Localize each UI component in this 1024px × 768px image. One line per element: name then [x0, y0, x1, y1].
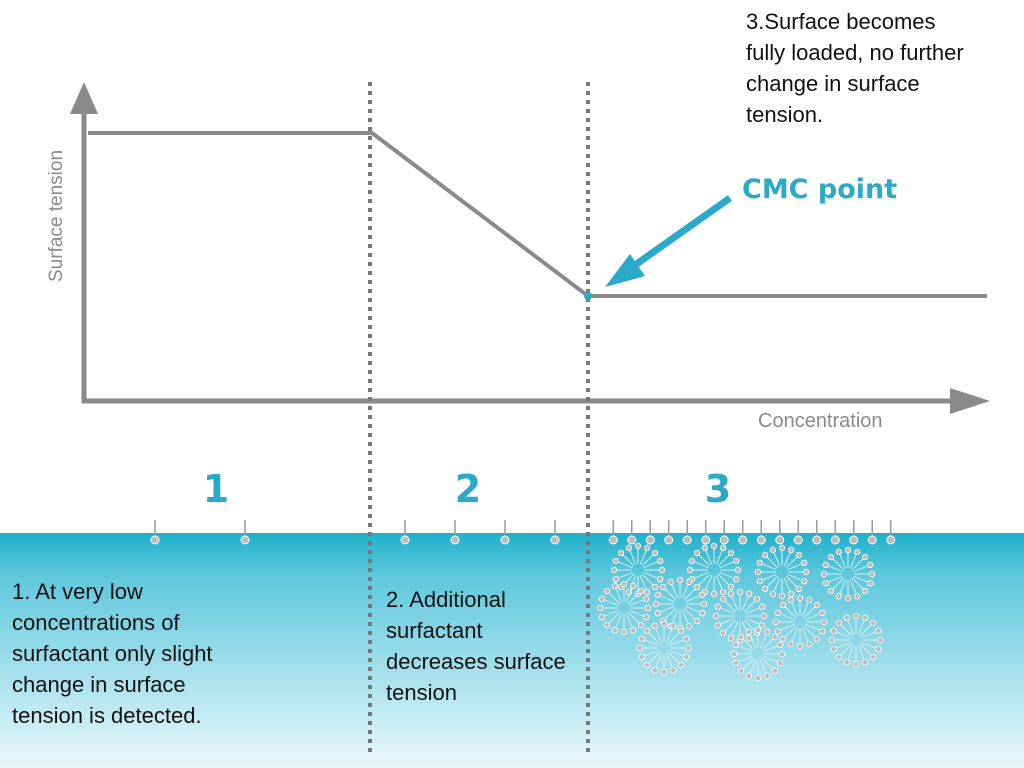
micelle	[828, 612, 884, 668]
surfactant-molecule	[849, 520, 859, 545]
surfactant-molecule	[450, 520, 460, 545]
region-number-2: 2	[455, 467, 481, 511]
micelle	[652, 576, 708, 632]
surfactant-molecule	[682, 520, 692, 545]
surfactant-molecule	[719, 520, 729, 545]
micelle	[730, 626, 786, 682]
x-axis-arrowhead	[950, 388, 990, 414]
surfactant-molecule	[738, 520, 748, 545]
surfactant-molecule	[500, 520, 510, 545]
region-2-description: 2. Additional surfactant decreases surfa…	[386, 587, 566, 705]
surfactant-molecule	[830, 520, 840, 545]
micelle	[820, 546, 876, 602]
cmc-arrow	[625, 195, 733, 273]
surface-molecules	[150, 520, 896, 545]
region-number-1: 1	[203, 467, 229, 511]
plot-axes	[70, 82, 990, 414]
surfactant-molecule	[150, 520, 160, 545]
cmc-arrowhead	[605, 254, 645, 287]
surfactant-molecule	[645, 520, 655, 545]
micelle	[772, 594, 828, 650]
surface-tension-curve	[88, 131, 987, 298]
surfactant-molecule	[627, 520, 637, 545]
surfactant-molecule	[812, 520, 822, 545]
surfactant-molecule	[400, 520, 410, 545]
surfactant-molecule	[793, 520, 803, 545]
y-axis-arrowhead	[70, 82, 98, 114]
surfactant-molecule	[756, 520, 766, 545]
region-number-3: 3	[705, 467, 731, 511]
cmc-point-marker	[584, 292, 592, 300]
surfactant-molecule	[886, 520, 896, 545]
micelle	[686, 542, 742, 598]
micelle	[636, 620, 692, 676]
x-axis-label: Concentration	[758, 410, 883, 432]
micelle	[596, 580, 652, 636]
region-3-description: 3.Surface becomes fully loaded, no furth…	[746, 9, 964, 127]
micelle	[712, 588, 768, 644]
micelles	[596, 542, 884, 682]
region-1-description: 1. At very low concentrations of surfact…	[12, 579, 213, 728]
surfactant-molecule	[550, 520, 560, 545]
surfactant-molecule	[608, 520, 618, 545]
micelle	[754, 544, 810, 600]
cmc-point-label: CMC point	[742, 174, 897, 205]
surfactant-molecule	[775, 520, 785, 545]
surfactant-molecule	[867, 520, 877, 545]
y-axis-label: Surface tension	[46, 150, 67, 282]
surfactant-molecule	[664, 520, 674, 545]
surfactant-molecule	[701, 520, 711, 545]
water-body	[0, 533, 1024, 768]
surfactant-molecule	[240, 520, 250, 545]
